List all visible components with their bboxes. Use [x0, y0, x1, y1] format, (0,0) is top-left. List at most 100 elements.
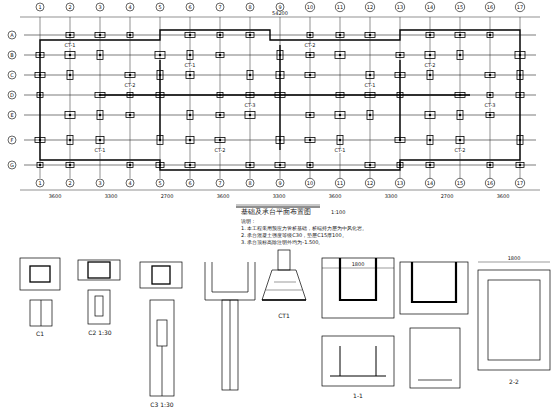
pile-cap	[65, 112, 75, 119]
axis-bubble	[425, 178, 434, 187]
drawing-label: 说明：	[240, 219, 257, 224]
axis-bubble	[276, 179, 284, 187]
pile-cap	[305, 73, 315, 78]
pile	[69, 139, 71, 141]
pile-cap	[277, 51, 283, 60]
pile	[39, 139, 41, 141]
drawing-label: CT-1	[363, 83, 376, 88]
pile-cap	[365, 163, 375, 168]
pile-cap	[157, 71, 163, 80]
pile-cap	[157, 136, 163, 145]
axis-bubble	[8, 161, 16, 169]
pile	[309, 54, 311, 56]
pile	[69, 164, 71, 166]
pile	[219, 139, 221, 141]
axis-bubble	[455, 178, 464, 187]
pile	[309, 164, 311, 166]
axis-number: 16	[487, 5, 493, 10]
pile-cap	[427, 136, 433, 145]
axis-bubble	[8, 111, 16, 119]
pile	[489, 94, 491, 96]
drawing-label: CT-3	[243, 103, 256, 108]
axis-bubble	[305, 2, 314, 11]
axis-bubble	[186, 179, 194, 187]
axis-bubble	[335, 178, 344, 187]
axis-bubble	[96, 179, 104, 187]
axis-number: 9	[278, 181, 281, 186]
pile-cap	[185, 163, 195, 168]
pile	[159, 94, 161, 96]
axis-bubble	[186, 3, 194, 11]
drawing-label: 3600	[328, 194, 343, 199]
pile-cap	[275, 163, 285, 168]
pile	[369, 164, 371, 166]
pile	[99, 114, 101, 116]
pile-cap	[517, 136, 523, 145]
drawing-label: 2-2	[508, 379, 520, 385]
axis-bubble	[216, 3, 224, 11]
axis-bubble	[365, 178, 374, 187]
pile	[279, 54, 281, 56]
drawing-label: 1:100	[330, 210, 346, 215]
drawing-label: CT-2	[213, 148, 226, 153]
pile	[459, 34, 461, 36]
axis-bubble	[126, 3, 134, 11]
pile-cap	[246, 93, 254, 98]
axis-bubble	[126, 179, 134, 187]
pile	[399, 94, 401, 96]
pile-cap	[127, 163, 133, 168]
axis-bubble	[395, 2, 404, 11]
pile	[429, 139, 431, 141]
axis-number: 1	[38, 5, 41, 10]
pile	[459, 139, 461, 141]
pile	[99, 139, 101, 141]
drawing-label: 3300	[104, 194, 119, 199]
pile-cap	[127, 33, 133, 38]
pile-cap	[455, 93, 465, 98]
drawing-label: 3. 承台顶标高除注明外均为-1.500。	[240, 240, 324, 245]
pile-cap	[336, 33, 344, 38]
pile	[309, 114, 311, 116]
axis-number: 3	[98, 181, 101, 186]
pile-cap	[65, 52, 75, 59]
pile-cap	[245, 112, 255, 119]
drawing-label: CT-2	[423, 63, 436, 68]
pile-cap	[426, 163, 434, 168]
pile-cap	[427, 71, 433, 80]
pile-cap	[217, 33, 223, 38]
pile-cap	[187, 111, 193, 120]
drawing-label: CT-3	[483, 103, 496, 108]
axis-bubble	[96, 3, 104, 11]
axis-number: E	[10, 113, 13, 118]
axis-number: 15	[457, 5, 463, 10]
pile	[519, 54, 521, 56]
drawing-label: 1800	[351, 262, 366, 267]
pile-cap	[217, 93, 223, 98]
drawing-label: CT-2	[453, 148, 466, 153]
pile-cap	[35, 73, 45, 78]
axis-bubble	[156, 3, 164, 11]
pile	[489, 74, 491, 76]
pile-cap	[125, 73, 135, 78]
axis-number: 17	[517, 181, 523, 186]
axis-number: 3	[98, 5, 101, 10]
axis-bubble	[515, 2, 524, 11]
pile-cap	[307, 163, 313, 168]
pile	[159, 139, 161, 141]
pile	[399, 74, 401, 76]
pile	[159, 164, 161, 166]
pile-cap	[516, 163, 524, 168]
pile	[399, 139, 401, 141]
axis-bubble	[395, 178, 404, 187]
pile-cap	[306, 53, 314, 58]
axis-number: 7	[218, 5, 221, 10]
pile-cap	[395, 73, 405, 78]
pile	[39, 54, 41, 56]
pile	[459, 94, 461, 96]
axis-bubble	[36, 179, 44, 187]
axis-number: 2	[68, 5, 71, 10]
pile	[99, 54, 101, 56]
pile-cap	[67, 136, 73, 145]
pile-cap	[515, 52, 525, 59]
drawing-label: C1	[35, 331, 45, 337]
